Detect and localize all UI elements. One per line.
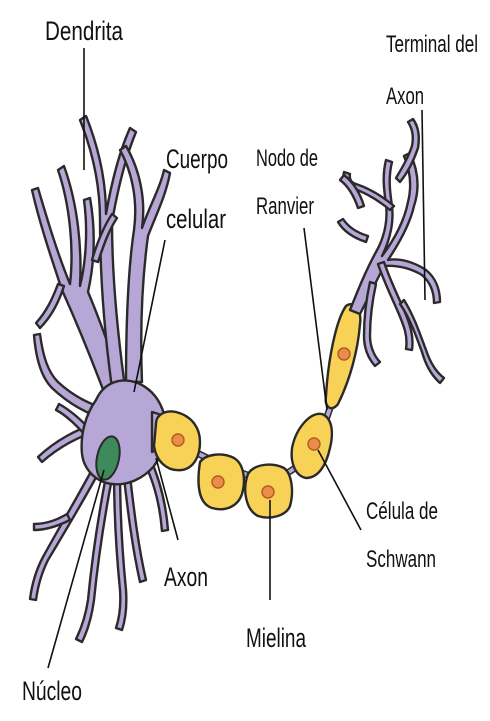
label-celula-line1: Célula de bbox=[366, 498, 438, 525]
label-nucleo: Núcleo bbox=[22, 676, 82, 706]
dendrites bbox=[30, 116, 174, 642]
schwann-cell-3 bbox=[245, 465, 292, 518]
label-axon: Axon bbox=[164, 562, 208, 592]
neuron-cell bbox=[30, 116, 174, 642]
label-celula-line2: Schwann bbox=[366, 546, 436, 573]
label-dendrita: Dendrita bbox=[45, 16, 124, 46]
leader-celula bbox=[318, 450, 361, 530]
schwann-cell-4 bbox=[292, 414, 332, 478]
label-cuerpo-line1: Cuerpo bbox=[166, 144, 228, 174]
schwann-cell-2 bbox=[199, 455, 244, 510]
label-nodo-line1: Nodo de bbox=[256, 145, 318, 172]
schwann-cell-1 bbox=[154, 412, 200, 471]
label-cuerpo-line2: celular bbox=[166, 204, 226, 234]
label-nodo-line2: Ranvier bbox=[256, 193, 314, 220]
label-mielina: Mielina bbox=[246, 623, 307, 653]
schwann-cell-5 bbox=[326, 304, 361, 408]
axon bbox=[154, 304, 360, 517]
label-terminal-line1: Terminal del bbox=[386, 31, 478, 58]
label-terminal-line2: Axon bbox=[386, 83, 424, 110]
leader-nodo bbox=[304, 228, 327, 410]
